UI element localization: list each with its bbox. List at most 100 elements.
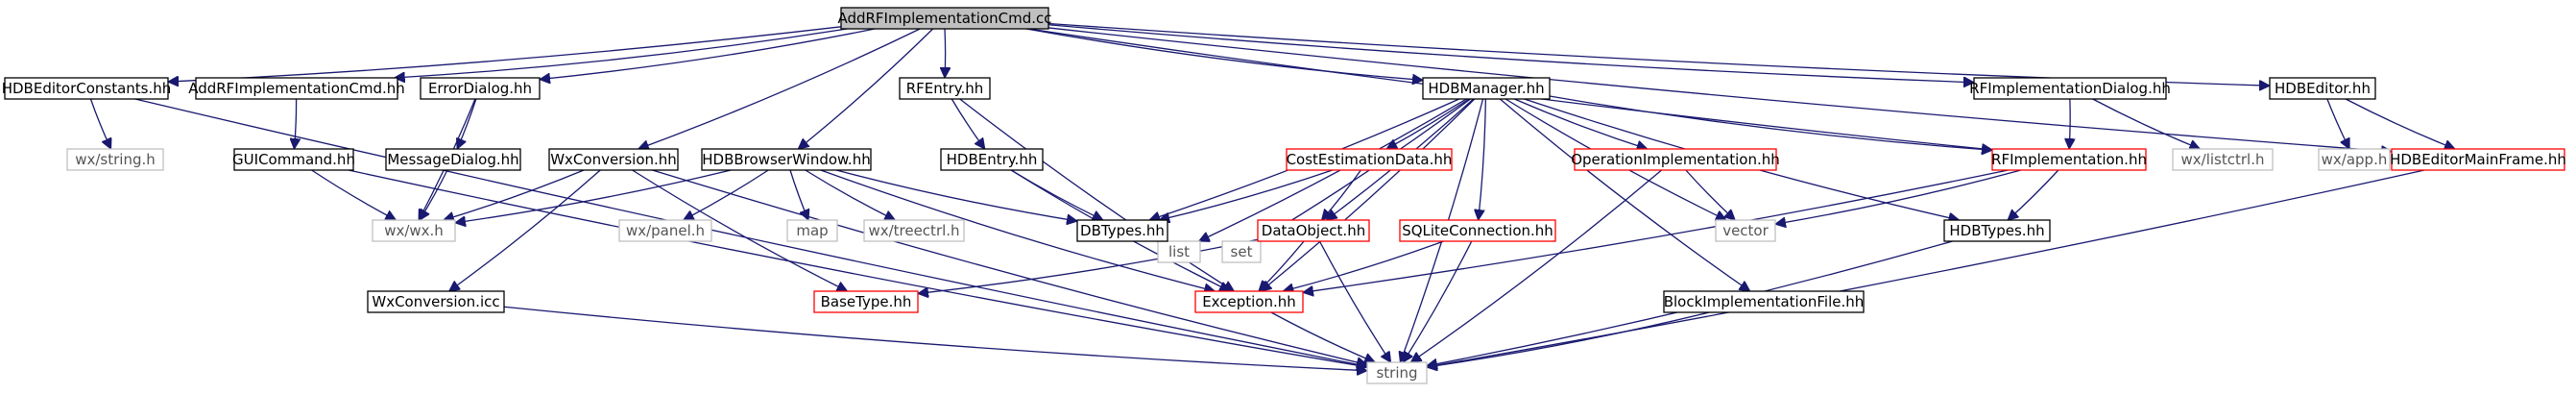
node-wxtreectrl[interactable]: wx/treectrl.h xyxy=(863,219,965,242)
node-wxlistctrl[interactable]: wx/listctrl.h xyxy=(2172,148,2274,171)
edge-root-to-hdbeditormainframe xyxy=(1047,27,2392,152)
node-hdbeditormainframe[interactable]: HDBEditorMainFrame.hh xyxy=(2390,148,2566,171)
edge-exception-to-string xyxy=(1270,311,1375,362)
node-wxconversion[interactable]: WxConversion.hh xyxy=(548,148,679,171)
edge-root-to-hdbeditor xyxy=(1047,22,2270,86)
node-box xyxy=(233,148,354,171)
node-hdbmanager[interactable]: HDBManager.hh xyxy=(1422,77,1551,100)
node-label: HDBEditorMainFrame.hh xyxy=(2390,151,2566,168)
edge-root-to-hdbbrowserwindow xyxy=(798,28,934,149)
node-addrfimplcmd_hh[interactable]: AddRFImplementationCmd.hh xyxy=(188,77,405,100)
edge-wxconversion-to-wxconversion_icc xyxy=(449,169,601,291)
node-box xyxy=(1257,219,1370,242)
edge-dataobject-to-exception xyxy=(1259,240,1305,291)
edge-rfimpldialog-to-wxlistctrl xyxy=(2092,98,2201,149)
edge-rfentry-to-hdbentry xyxy=(951,98,984,149)
node-label: list xyxy=(1168,243,1190,260)
node-blockimplfile[interactable]: BlockImplementationFile.hh xyxy=(1663,290,1865,313)
node-box xyxy=(372,219,456,242)
node-string[interactable]: string xyxy=(1366,361,1428,384)
node-box xyxy=(66,148,164,171)
edge-rfimplementation-to-exception xyxy=(1303,169,2009,292)
node-map[interactable]: map xyxy=(786,219,838,242)
node-label: SQLiteConnection.hh xyxy=(1402,222,1553,239)
node-box xyxy=(899,77,991,100)
node-exception[interactable]: Exception.hh xyxy=(1194,290,1304,313)
node-dbtypes[interactable]: DBTypes.hh xyxy=(1076,219,1168,242)
edge-hdbmanager-to-blockimplfile xyxy=(1499,98,1749,291)
node-label: BlockImplementationFile.hh xyxy=(1664,293,1865,310)
node-hdbeditor[interactable]: HDBEditor.hh xyxy=(2269,77,2376,100)
edge-hdbbrowserwindow-to-wxwx xyxy=(455,169,732,223)
edge-root-to-hdbmanager xyxy=(1025,28,1423,80)
node-wxstring[interactable]: wx/string.h xyxy=(66,148,164,171)
edge-rfimplementation-to-hdbtypes xyxy=(2008,169,2059,220)
edge-rfentry-to-exception xyxy=(959,98,1235,291)
node-box xyxy=(1157,240,1201,263)
node-label: WxConversion.hh xyxy=(550,151,677,168)
node-box xyxy=(1286,148,1453,171)
edge-addrfimplcmd_hh-to-guicommand xyxy=(294,98,296,149)
node-box xyxy=(786,219,838,242)
edge-hdbeditormainframe-to-string xyxy=(1427,169,2425,367)
node-operationimpl[interactable]: OperationImplementation.hh xyxy=(1571,148,1780,171)
node-vector[interactable]: vector xyxy=(1715,219,1776,242)
node-box xyxy=(1366,361,1428,384)
node-box xyxy=(548,148,679,171)
node-box xyxy=(2391,148,2565,171)
node-box xyxy=(367,290,505,313)
edge-rfimplementation-to-vector xyxy=(1775,169,2022,224)
node-box xyxy=(4,77,169,100)
node-wxconversion_icc[interactable]: WxConversion.icc xyxy=(367,290,505,313)
node-label: HDBEditorConstants.hh xyxy=(2,80,172,97)
node-dataobject[interactable]: DataObject.hh xyxy=(1257,219,1370,242)
node-costestimation[interactable]: CostEstimationData.hh xyxy=(1286,148,1453,171)
edge-root-to-errordialog xyxy=(540,28,876,80)
node-label: wx/listctrl.h xyxy=(2181,151,2265,168)
node-wxpanel[interactable]: wx/panel.h xyxy=(618,219,712,242)
node-hdbbrowserwindow[interactable]: HDBBrowserWindow.hh xyxy=(701,148,872,171)
node-rfimpldialog[interactable]: RFImplementationDialog.hh xyxy=(1969,77,2171,100)
node-hdbentry[interactable]: HDBEntry.hh xyxy=(940,148,1044,171)
node-box xyxy=(1422,77,1551,100)
node-label: ErrorDialog.hh xyxy=(428,80,532,97)
edge-root-to-rfentry xyxy=(945,28,946,78)
dependency-edges xyxy=(89,22,2454,370)
node-box xyxy=(618,219,712,242)
node-box xyxy=(1663,290,1865,313)
node-guicommand[interactable]: GUICommand.hh xyxy=(232,148,355,171)
node-box xyxy=(1973,77,2167,100)
edge-root-to-wxconversion xyxy=(638,28,921,149)
node-list[interactable]: list xyxy=(1157,240,1201,263)
node-label: GUICommand.hh xyxy=(232,151,355,168)
node-hdbtypes[interactable]: HDBTypes.hh xyxy=(1943,219,2051,242)
node-hdbeditorconstants[interactable]: HDBEditorConstants.hh xyxy=(2,77,172,100)
node-rfimplementation[interactable]: RFImplementation.hh xyxy=(1991,148,2147,171)
node-box xyxy=(1991,148,2147,171)
node-label: HDBEditor.hh xyxy=(2275,80,2371,97)
node-sqliteconnection[interactable]: SQLiteConnection.hh xyxy=(1399,219,1556,242)
edge-guicommand-to-string xyxy=(348,169,1367,367)
node-box xyxy=(2318,148,2391,171)
node-messagedialog[interactable]: MessageDialog.hh xyxy=(385,148,521,171)
edge-operationimpl-to-vector xyxy=(1685,169,1735,220)
node-label: map xyxy=(796,222,828,239)
node-errordialog[interactable]: ErrorDialog.hh xyxy=(420,77,541,100)
node-wxwx[interactable]: wx/wx.h xyxy=(372,219,456,242)
node-box xyxy=(1076,219,1168,242)
node-rfentry[interactable]: RFEntry.hh xyxy=(899,77,991,100)
edge-messagedialog-to-wxwx xyxy=(420,169,448,220)
node-set[interactable]: set xyxy=(1221,240,1262,263)
node-box xyxy=(701,148,872,171)
node-wxapp[interactable]: wx/app.h xyxy=(2318,148,2391,171)
edge-hdbmanager-to-exception xyxy=(1261,98,1476,291)
edge-hdbmanager-to-sqliteconnection xyxy=(1479,98,1486,220)
node-label: AddRFImplementationCmd.hh xyxy=(188,80,405,97)
node-basetype[interactable]: BaseType.hh xyxy=(813,290,919,313)
node-label: MessageDialog.hh xyxy=(387,151,518,168)
node-box xyxy=(940,148,1044,171)
edge-wxconversion-to-wxwx xyxy=(444,169,585,220)
node-root: AddRFImplementationCmd.cc xyxy=(837,7,1052,30)
edge-operationimpl-to-string xyxy=(1410,169,1663,362)
